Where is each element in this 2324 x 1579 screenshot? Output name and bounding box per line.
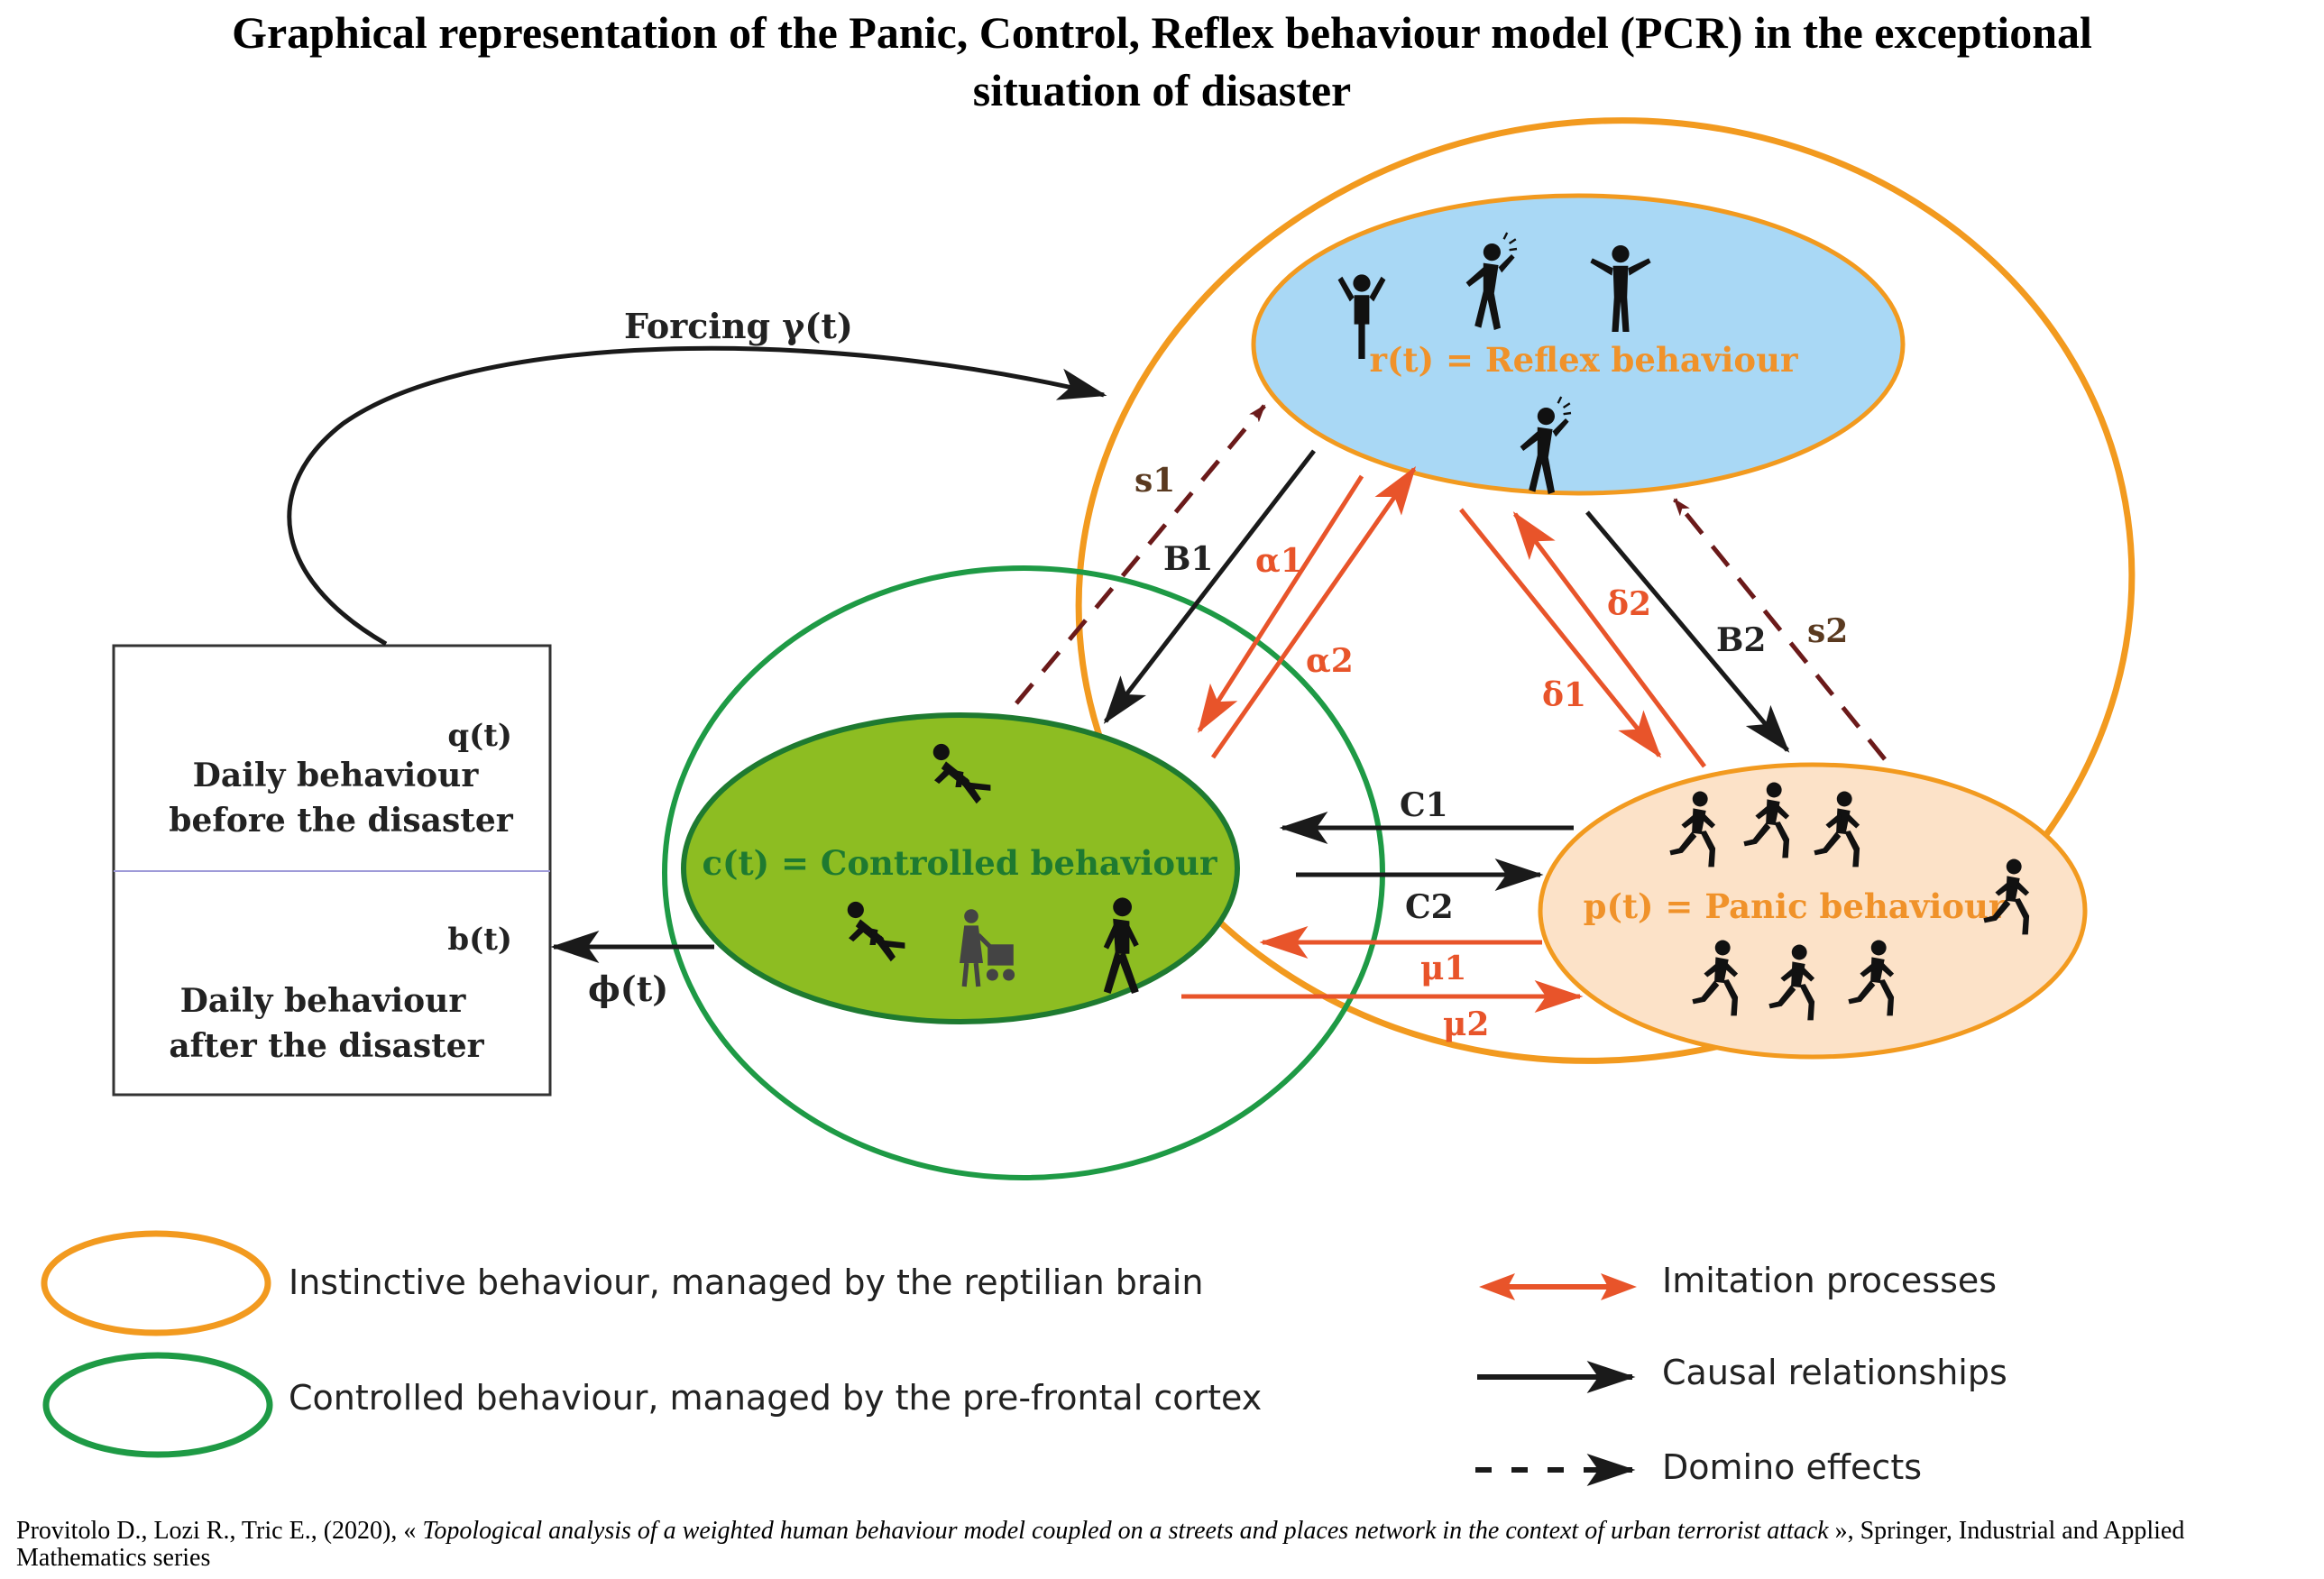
s2-arrow — [1673, 498, 1887, 761]
b2-arrow — [1585, 510, 1790, 753]
legend-instinctive-label: Instinctive behaviour, managed by the re… — [289, 1262, 1203, 1302]
imitation-legend-icon — [1479, 1273, 1637, 1300]
controlled-node — [681, 712, 1240, 1024]
legend-green-ellipse — [42, 1352, 273, 1458]
legend-controlled-label: Controlled behaviour, managed by the pre… — [289, 1378, 1262, 1418]
s1-label: s1 — [1134, 462, 1175, 500]
phi-label: ϕ(t) — [588, 969, 668, 1009]
b1-arrow — [1103, 449, 1316, 724]
alpha1-arrow — [1197, 474, 1364, 734]
page-title: Graphical representation of the Panic, C… — [0, 4, 2324, 119]
c2-label: C2 — [1405, 888, 1454, 926]
title-line-2: situation of disaster — [972, 65, 1352, 115]
mu1-label: μ1 — [1420, 950, 1466, 987]
legend-causal-label: Causal relationships — [1662, 1353, 2007, 1392]
citation-work: Topological analysis of a weighted human… — [422, 1517, 1829, 1545]
daily-behaviour-box: q(t) Daily behaviour before the disaster… — [112, 644, 552, 1097]
after-line-1: Daily behaviour — [180, 982, 467, 1020]
alpha2-arrow — [1210, 466, 1417, 759]
delta2-label: δ2 — [1607, 585, 1651, 623]
delta2-arrow — [1512, 511, 1706, 768]
reflex-label: r(t) = Reflex behaviour — [1370, 340, 1798, 380]
delta1-arrow — [1459, 508, 1662, 758]
alpha2-label: α2 — [1306, 642, 1354, 680]
legend-imitation-label: Imitation processes — [1662, 1261, 1997, 1300]
delta1-label: δ1 — [1542, 676, 1586, 714]
panic-node — [1538, 762, 2088, 1060]
s1-arrow — [1015, 404, 1266, 705]
citation-publisher: », Springer, Industrial and Applied Math… — [16, 1517, 2185, 1572]
b2-label: B2 — [1716, 621, 1766, 659]
instinctive-region — [1075, 117, 2136, 1064]
b-var-label: b(t) — [447, 922, 512, 958]
alpha1-label: α1 — [1255, 542, 1303, 580]
citation: Provitolo D., Lozi R., Tric E., (2020), … — [16, 1518, 2307, 1572]
legend-orange-ellipse — [41, 1230, 271, 1336]
citation-authors: Provitolo D., Lozi R., Tric E., (2020), … — [16, 1517, 423, 1545]
forcing-arrow — [287, 345, 1107, 647]
after-line-2: after the disaster — [169, 1027, 484, 1065]
before-line-2: before the disaster — [169, 802, 513, 840]
b1-label: B1 — [1163, 540, 1213, 578]
c1-label: C1 — [1400, 786, 1448, 824]
before-line-1: Daily behaviour — [193, 757, 480, 794]
controlled-label: c(t) = Controlled behaviour — [702, 843, 1217, 883]
legend-domino-label: Domino effects — [1662, 1447, 1922, 1487]
forcing-label: Forcing γ(t) — [624, 306, 853, 346]
reflex-node — [1251, 193, 1906, 496]
legend: Instinctive behaviour, managed by the re… — [41, 1230, 2007, 1487]
s2-label: s2 — [1807, 612, 1848, 650]
mu2-label: μ2 — [1443, 1005, 1489, 1043]
q-var-label: q(t) — [447, 718, 512, 754]
title-line-1: Graphical representation of the Panic, C… — [232, 7, 2092, 58]
panic-label: p(t) = Panic behaviour — [1584, 886, 2007, 926]
